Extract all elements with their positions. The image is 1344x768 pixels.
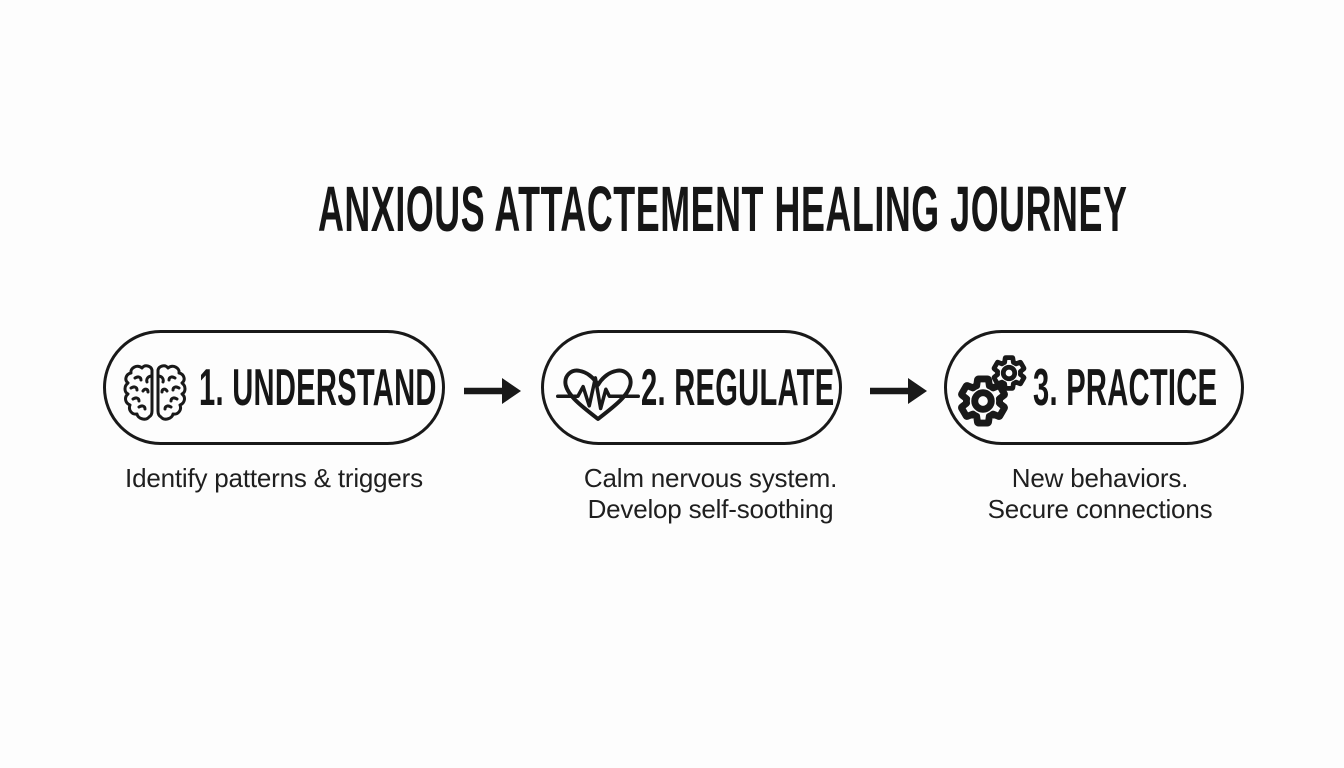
page-title-text: ANXIOUS ATTACTEMENT HEALING JOURNEY xyxy=(317,173,1128,245)
description-line: Develop self-soothing xyxy=(587,494,834,524)
gears-icon xyxy=(959,357,1031,429)
step-description-regulate: Calm nervous system. Develop self-soothi… xyxy=(560,463,861,525)
brain-icon xyxy=(123,364,187,421)
step-label-understand: 1. UNDERSTAND xyxy=(199,358,437,417)
step-description-understand: Identify patterns & triggers xyxy=(103,463,445,494)
step-pill-understand: 1. UNDERSTAND xyxy=(103,330,445,445)
description-line: Identify patterns & triggers xyxy=(125,463,423,493)
arrow-right-icon xyxy=(870,378,927,404)
step-label-regulate: 2. REGULATE xyxy=(641,358,835,417)
description-line: Secure connections xyxy=(987,494,1213,524)
description-line: New behaviors. xyxy=(1011,463,1189,493)
heart-pulse-icon xyxy=(556,368,640,421)
step-pill-regulate: 2. REGULATE xyxy=(541,330,842,445)
page-title: ANXIOUS ATTACTEMENT HEALING JOURNEY xyxy=(0,177,1344,241)
step-description-practice: New behaviors. Secure connections xyxy=(950,463,1250,525)
arrow-right-icon xyxy=(464,378,521,404)
description-line: Calm nervous system. xyxy=(583,463,838,493)
step-label-practice: 3. PRACTICE xyxy=(1033,358,1218,417)
step-pill-practice: 3. PRACTICE xyxy=(944,330,1244,445)
